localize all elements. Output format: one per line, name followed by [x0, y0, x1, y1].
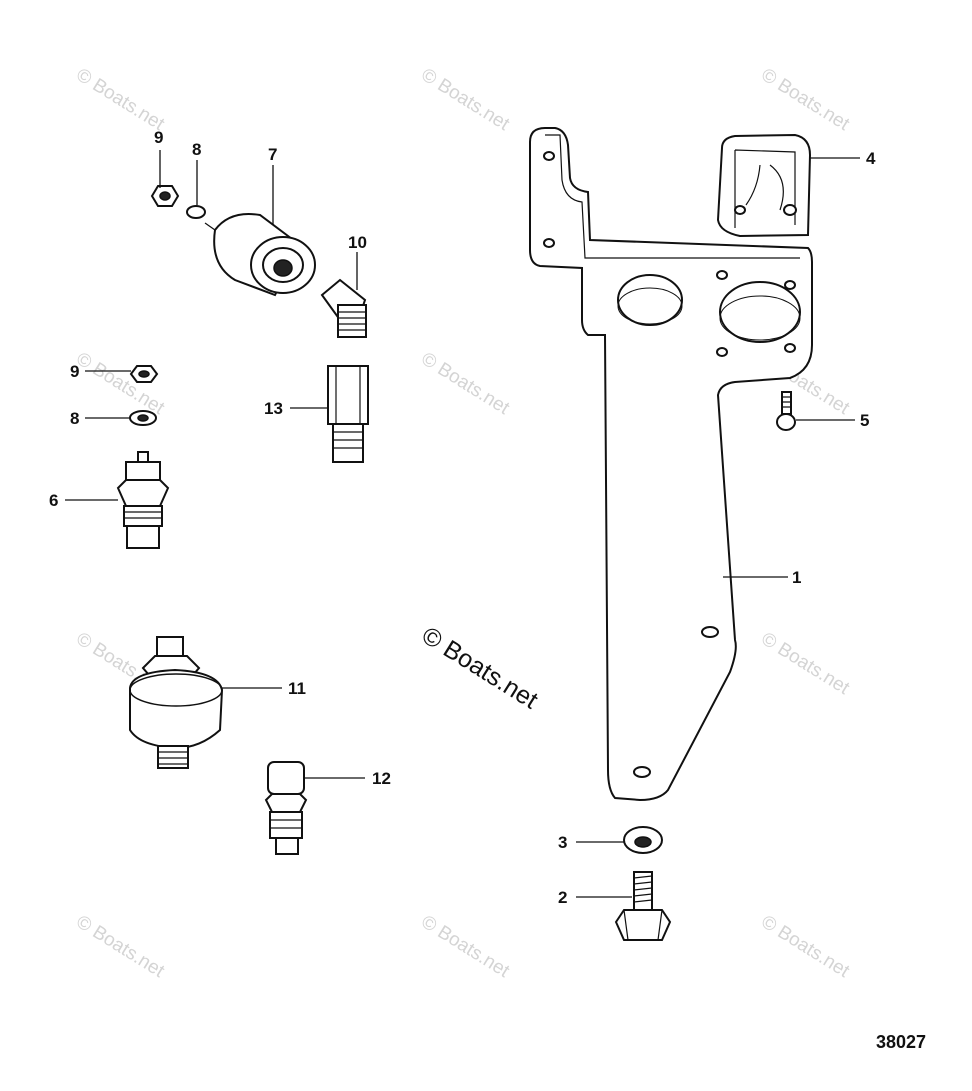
part-9-nut-left	[129, 365, 159, 383]
part-6-switch	[116, 451, 170, 549]
center-watermark: © Boats.net	[417, 621, 543, 714]
part-12-fitting	[264, 761, 308, 855]
callout-4: 4	[866, 149, 876, 168]
watermark: © Boats.net	[417, 911, 513, 982]
watermark: © Boats.net	[72, 348, 168, 419]
diagram-ref-number: 38027	[876, 1032, 926, 1052]
watermark: © Boats.net	[757, 911, 853, 982]
part-4-clamp	[716, 133, 812, 238]
watermark: © Boats.net	[417, 348, 513, 419]
part-13-adapter	[327, 365, 369, 463]
watermark: © Boats.net	[757, 628, 853, 699]
part-9-nut-upper	[150, 185, 180, 207]
part-8-lockwasher-upper	[186, 205, 206, 219]
part-3-washer	[623, 826, 663, 854]
callout-3: 3	[558, 833, 567, 852]
callout-9: 9	[70, 362, 79, 381]
part-7-sender	[204, 213, 316, 297]
part-5-screw	[776, 391, 796, 431]
watermark: © Boats.net	[417, 64, 513, 135]
callout-11: 11	[288, 679, 306, 698]
callout-9: 9	[154, 128, 163, 147]
leader-lines	[65, 150, 860, 898]
watermark: © Boats.net	[72, 64, 168, 135]
callout-13: 13	[264, 399, 283, 418]
callout-8: 8	[192, 140, 201, 159]
callout-10: 10	[348, 233, 367, 252]
callout-7: 7	[268, 145, 277, 164]
callout-12: 12	[372, 769, 391, 788]
callout-5: 5	[860, 411, 869, 430]
part-11-knock-sensor	[129, 636, 224, 769]
watermark: © Boats.net	[72, 911, 168, 982]
watermark: © Boats.net	[757, 64, 853, 135]
callout-1: 1	[792, 568, 801, 587]
part-8-lockwasher-left	[129, 410, 157, 426]
part-2-bolt	[614, 871, 672, 941]
callout-6: 6	[49, 491, 58, 510]
part-1-bracket	[529, 127, 813, 802]
callout-2: 2	[558, 888, 567, 907]
callout-labels: 1 2 3 4 5 6 7 8 9 9 8 10 13 11 12	[49, 128, 876, 907]
callout-8: 8	[70, 409, 79, 428]
part-10-elbow	[320, 278, 367, 338]
